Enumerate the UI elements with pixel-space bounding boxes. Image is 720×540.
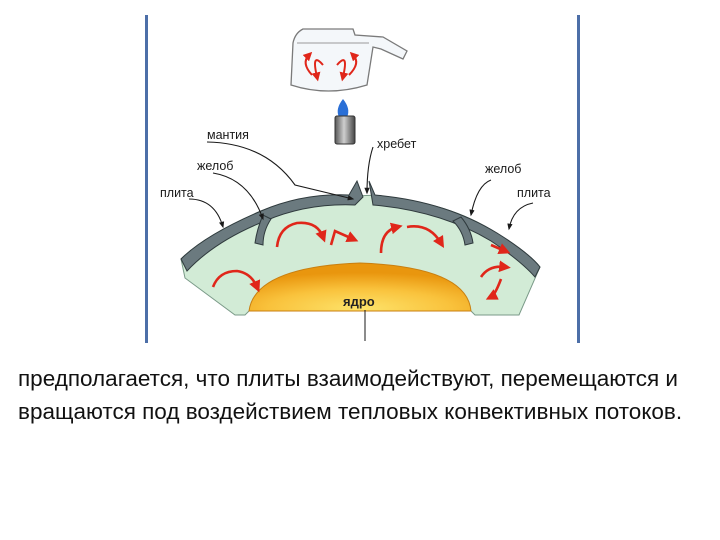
label-plate-right: плита — [517, 186, 551, 200]
label-core: ядро — [343, 294, 375, 309]
plate-right — [368, 180, 541, 278]
plate-left — [180, 179, 364, 272]
label-ridge: хребет — [377, 137, 417, 151]
label-trench-left: желоб — [197, 159, 233, 173]
label-trench-right: желоб — [485, 162, 521, 176]
slab-left — [254, 214, 272, 246]
leader-lines — [188, 141, 534, 231]
kettle-icon — [290, 28, 408, 92]
label-plate-left: плита — [160, 186, 194, 200]
convection-arrows — [211, 221, 511, 300]
burner-icon — [334, 115, 356, 145]
core — [248, 262, 472, 312]
label-mantle: мантия — [207, 128, 249, 142]
slab-right — [452, 216, 474, 246]
flame-icon — [337, 99, 349, 119]
convection-diagram: мантия хребет желоб желоб плита плита яд… — [145, 15, 580, 343]
caption-text: предполагается, что плиты взаимодействую… — [18, 366, 683, 424]
